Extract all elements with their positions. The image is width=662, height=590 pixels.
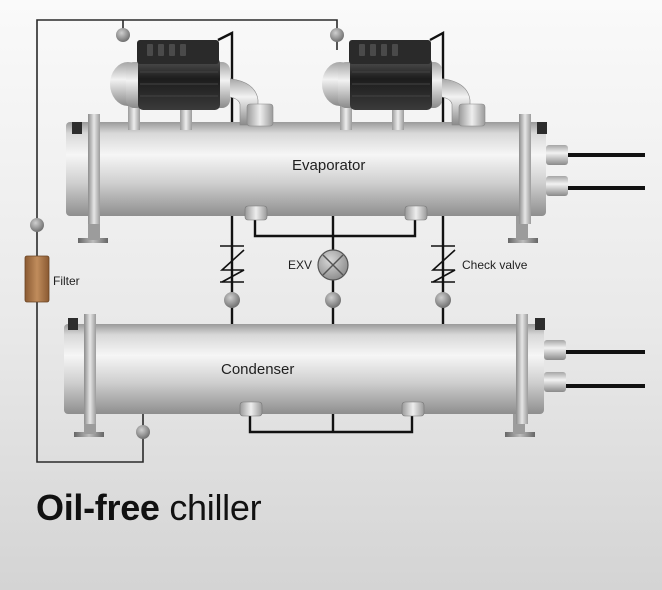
sensor-dot-top-left	[116, 28, 130, 42]
exv-label: EXV	[288, 258, 313, 272]
diagram-title: Oil-free chiller	[36, 487, 262, 529]
port-dot-center	[325, 292, 341, 308]
port-dot-left	[224, 292, 240, 308]
filter-label: Filter	[53, 274, 80, 288]
check-valve-right	[430, 245, 456, 283]
evaporator-vessel	[66, 114, 645, 243]
title-bold: Oil-free	[36, 487, 160, 528]
compressor-right	[322, 40, 486, 130]
sensor-dot-top-right	[330, 28, 344, 42]
evaporator-label: Evaporator	[292, 157, 366, 174]
exv-valve-symbol	[317, 249, 349, 281]
compressor-left	[110, 40, 274, 130]
check-valve-left	[219, 245, 245, 283]
condenser-vessel	[64, 314, 645, 439]
sensor-dot-left	[30, 218, 44, 232]
condenser-label: Condenser	[221, 361, 295, 378]
filter-symbol	[24, 255, 50, 303]
check-valve-label: Check valve	[462, 258, 528, 272]
port-dot-right	[435, 292, 451, 308]
title-rest: chiller	[159, 487, 262, 528]
